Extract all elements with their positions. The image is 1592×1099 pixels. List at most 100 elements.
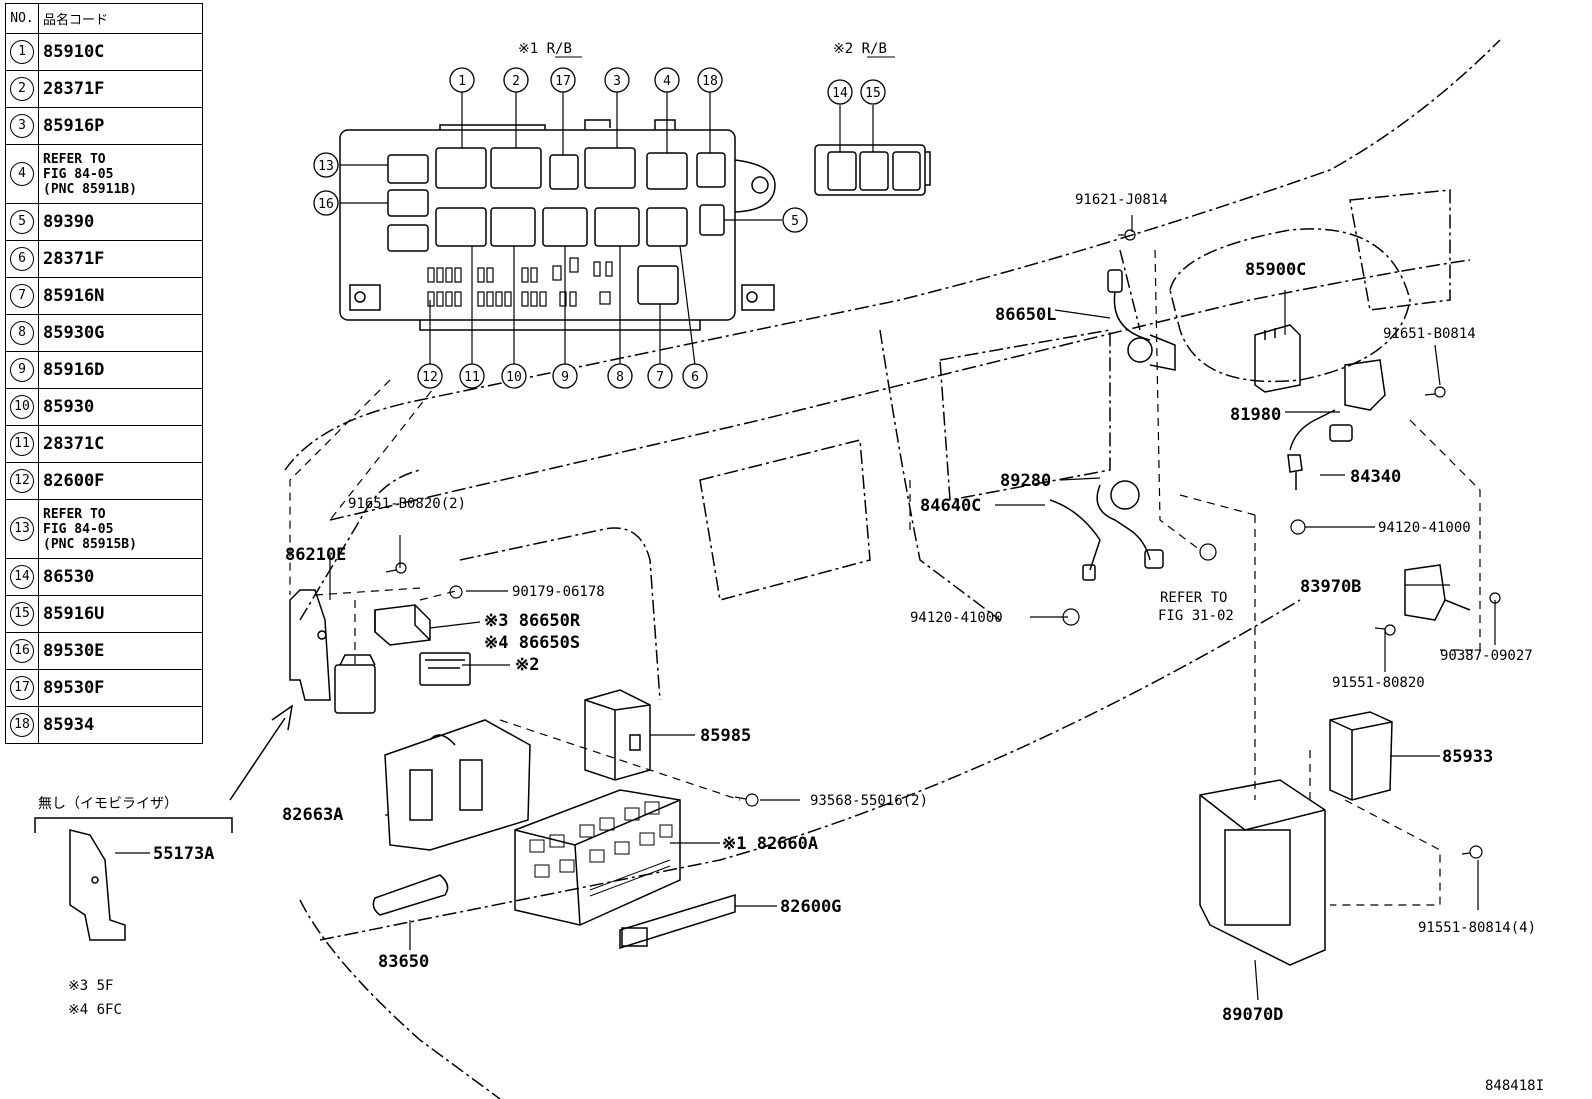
part-label-82600G: 82600G: [780, 897, 841, 917]
legend-number: 15: [10, 602, 34, 626]
figure-id: 848418I: [1485, 1078, 1544, 1094]
legend-code: 28371C: [38, 425, 203, 463]
legend-code: 89530F: [38, 669, 203, 707]
relay-block-2-heading: ※2 R/B: [833, 41, 887, 57]
callout-12: 12: [422, 370, 438, 385]
part-label-89280: 89280: [1000, 471, 1051, 491]
legend-number: 8: [10, 321, 34, 345]
legend-header-row: NO. 品名コード: [5, 3, 203, 34]
legend-code: REFER TO FIG 84-05 (PNC 85911B): [38, 144, 203, 204]
callout-8: 8: [616, 370, 624, 385]
legend-number: 11: [10, 432, 34, 456]
legend-code: 85934: [38, 706, 203, 744]
part-label-83650: 83650: [378, 952, 429, 972]
legend-code: 86530: [38, 558, 203, 596]
part-label-94120-41000-right: 94120-41000: [1378, 520, 1471, 536]
part-label-fig-31-02: FIG 31-02: [1158, 608, 1234, 624]
immobilizer-note: 無し（イモビライザ）: [38, 796, 178, 812]
callout-17: 17: [555, 74, 571, 89]
legend-number: 5: [10, 210, 34, 234]
callout-5: 5: [791, 214, 799, 229]
legend-header-no: NO.: [5, 3, 39, 34]
legend-number: 2: [10, 77, 34, 101]
sensor-84340: [1287, 454, 1303, 490]
legend-number: 7: [10, 284, 34, 308]
part-label-refer-to: REFER TO: [1160, 590, 1227, 606]
legend-number: 12: [10, 469, 34, 493]
relay-block-2: [814, 144, 931, 196]
footnote-4: ※4 6FC: [68, 1002, 122, 1018]
legend-code: 85930: [38, 388, 203, 426]
legend-number: 4: [10, 162, 34, 186]
fuse-box-82660A: [514, 789, 681, 926]
footnote-3: ※3 5F: [68, 978, 113, 994]
callout-16: 16: [318, 197, 334, 212]
legend-number: 16: [10, 639, 34, 663]
dashboard-outline: [284, 39, 1501, 1099]
part-label-81980: 81980: [1230, 405, 1281, 425]
part-label-94120-41000-mid: 94120-41000: [910, 610, 1003, 626]
callout-14: 14: [832, 86, 848, 101]
legend-number: 9: [10, 358, 34, 382]
fasteners: [385, 229, 1501, 859]
legend-number: 13: [10, 517, 34, 541]
part-label-91621-J0814: 91621-J0814: [1075, 192, 1168, 208]
part-label-86650R: ※3 86650R: [484, 611, 581, 631]
part-label-82663A: 82663A: [282, 805, 343, 825]
legend-code: 89390: [38, 203, 203, 241]
part-label-85985: 85985: [700, 726, 751, 746]
label-82600G: [619, 893, 736, 950]
callout-10: 10: [506, 370, 522, 385]
bracket-86210E: [289, 589, 376, 714]
part-label-93568-55016: 93568-55016(2): [810, 793, 928, 809]
relay-block-1-heading: ※1 R/B: [518, 41, 572, 57]
assembly-dashed-lines: [289, 249, 1481, 906]
part-label-x2: ※2: [515, 655, 539, 675]
part-label-86210E: 86210E: [285, 545, 346, 565]
legend-number: 1: [10, 40, 34, 64]
callout-13: 13: [318, 159, 334, 174]
callout-6: 6: [691, 370, 699, 385]
part-label-84640C: 84640C: [920, 496, 981, 516]
part-label-85900C: 85900C: [1245, 260, 1306, 280]
part-label-89070D: 89070D: [1222, 1005, 1283, 1025]
callout-7: 7: [656, 370, 664, 385]
legend-code: 85930G: [38, 314, 203, 352]
legend-number: 10: [10, 395, 34, 419]
part-label-84340: 84340: [1350, 467, 1401, 487]
part-label-85933: 85933: [1442, 747, 1493, 767]
legend-code: 85910C: [38, 33, 203, 71]
part-label-55173A: 55173A: [153, 844, 214, 864]
bracket-55173A: [69, 829, 126, 941]
legend-number: 6: [10, 247, 34, 271]
immobilizer-bracket-line: [34, 817, 233, 833]
module-85900C: [1254, 324, 1301, 393]
legend-code: 85916P: [38, 107, 203, 145]
callout-18: 18: [702, 74, 718, 89]
ecu-85933: [1329, 711, 1393, 801]
legend-code: 85916U: [38, 595, 203, 633]
part-label-91551-80820: 91551-80820: [1332, 675, 1425, 691]
legend-code: REFER TO FIG 84-05 (PNC 85915B): [38, 499, 203, 559]
part-label-91651-B0814: 91651-B0814: [1383, 326, 1476, 342]
callout-15: 15: [865, 86, 881, 101]
sensor-89280: [1049, 480, 1164, 581]
legend-number: 3: [10, 114, 34, 138]
bracket-83970B: [1404, 564, 1471, 621]
relay-86650R: [374, 604, 431, 646]
part-label-91551-80814: 91551-80814(4): [1418, 920, 1536, 936]
legend-code: 89530E: [38, 632, 203, 670]
callout-4: 4: [663, 74, 671, 89]
